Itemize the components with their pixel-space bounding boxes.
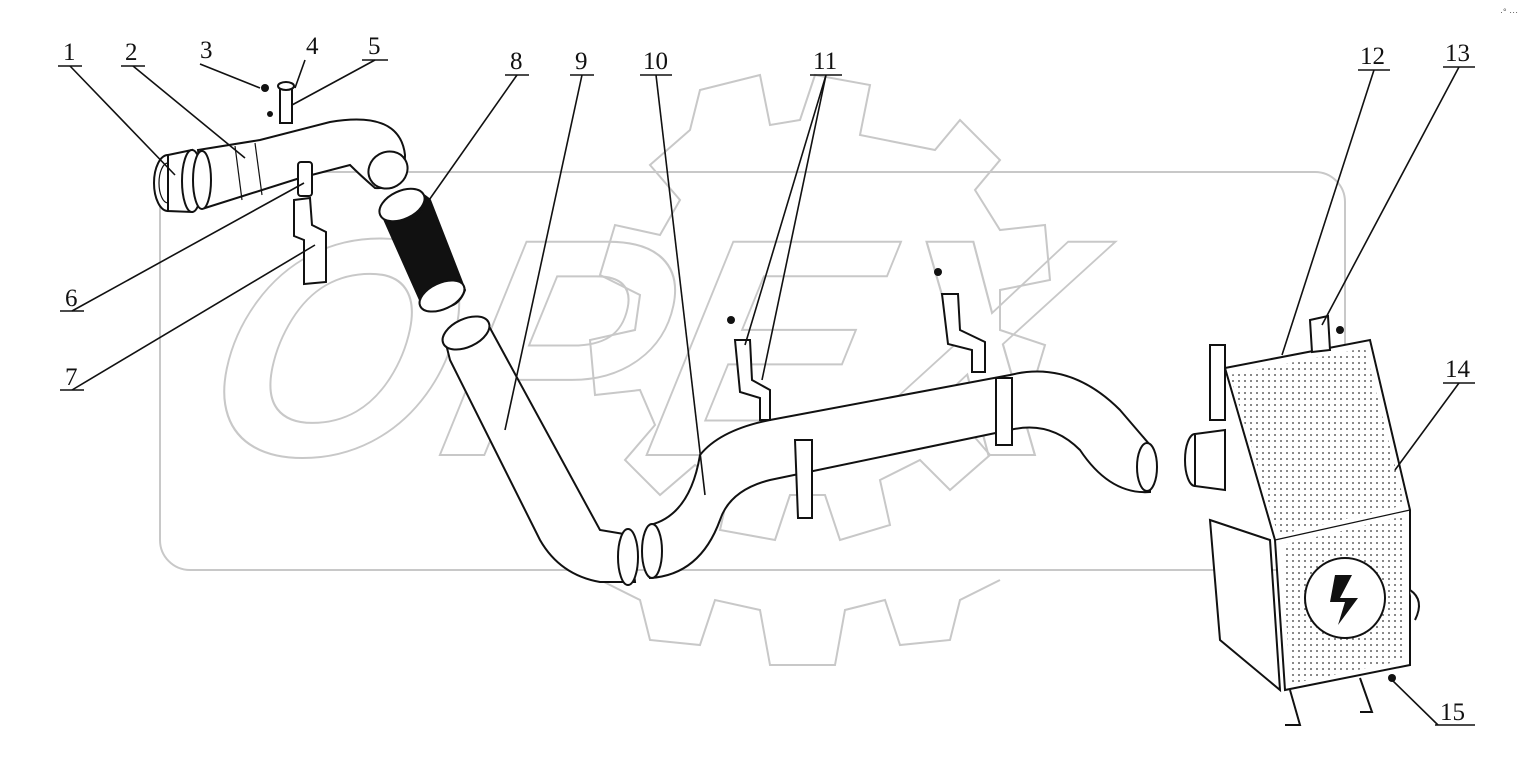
- part-10-crossover-pipe: [641, 370, 1158, 580]
- leader-7-arrow: [71, 244, 316, 391]
- watermark-text: OPEX: [179, 175, 1130, 521]
- part-12-15-intercooler: [1184, 314, 1420, 726]
- leader-12-arrow: [1281, 69, 1375, 356]
- part-6-bracket: [297, 161, 313, 197]
- corner-mark: ·° ···: [1500, 7, 1518, 17]
- callout-6: 6: [65, 285, 78, 312]
- callout-3: 3: [200, 37, 213, 64]
- callout-labels: 1 2 3 4 5 6 7 8 9 10 11 12 13 14 15: [63, 33, 1471, 726]
- callout-10: 10: [643, 48, 668, 75]
- callout-12: 12: [1360, 43, 1385, 70]
- callout-14: 14: [1445, 356, 1471, 383]
- leader-6-arrow: [71, 182, 305, 312]
- part-4-fitting: [277, 81, 295, 124]
- callout-9: 9: [575, 48, 588, 75]
- part-5-washer: [267, 111, 273, 117]
- leader-10-arrow: [655, 74, 706, 496]
- leader-1-arrow: [69, 65, 176, 176]
- part-3-clamp-bolt: [261, 84, 269, 92]
- callout-4: 4: [306, 33, 319, 60]
- callout-13: 13: [1445, 40, 1470, 67]
- watermark-gear-lower: [599, 579, 1001, 666]
- leader-2-arrow: [132, 65, 246, 159]
- leader-9-arrow: [504, 74, 583, 431]
- leader-5-arrow: [291, 59, 376, 106]
- part-8-corrugated-hose: [378, 187, 467, 313]
- leader-11-arrow-b: [761, 74, 827, 381]
- callout-2: 2: [125, 39, 138, 66]
- part-9-bent-pipe: [441, 315, 639, 586]
- watermark-gear: [588, 73, 1052, 542]
- leader-8-arrow: [414, 74, 518, 221]
- callout-5: 5: [368, 33, 381, 60]
- leader-4: [294, 59, 306, 89]
- callout-15: 15: [1440, 699, 1465, 726]
- leader-lines: [58, 59, 1475, 726]
- part-7-support: [293, 196, 327, 286]
- callout-8: 8: [510, 48, 523, 75]
- callout-11: 11: [813, 48, 837, 75]
- leader-11-arrow-a: [744, 74, 827, 346]
- leader-14-arrow: [1394, 382, 1460, 471]
- callout-7: 7: [65, 364, 78, 391]
- leader-3: [199, 63, 261, 89]
- leader-13-arrow: [1321, 66, 1460, 326]
- callout-1: 1: [63, 39, 76, 66]
- part-11-clamps: [727, 268, 1013, 519]
- leader-15-arrow: [1389, 677, 1439, 726]
